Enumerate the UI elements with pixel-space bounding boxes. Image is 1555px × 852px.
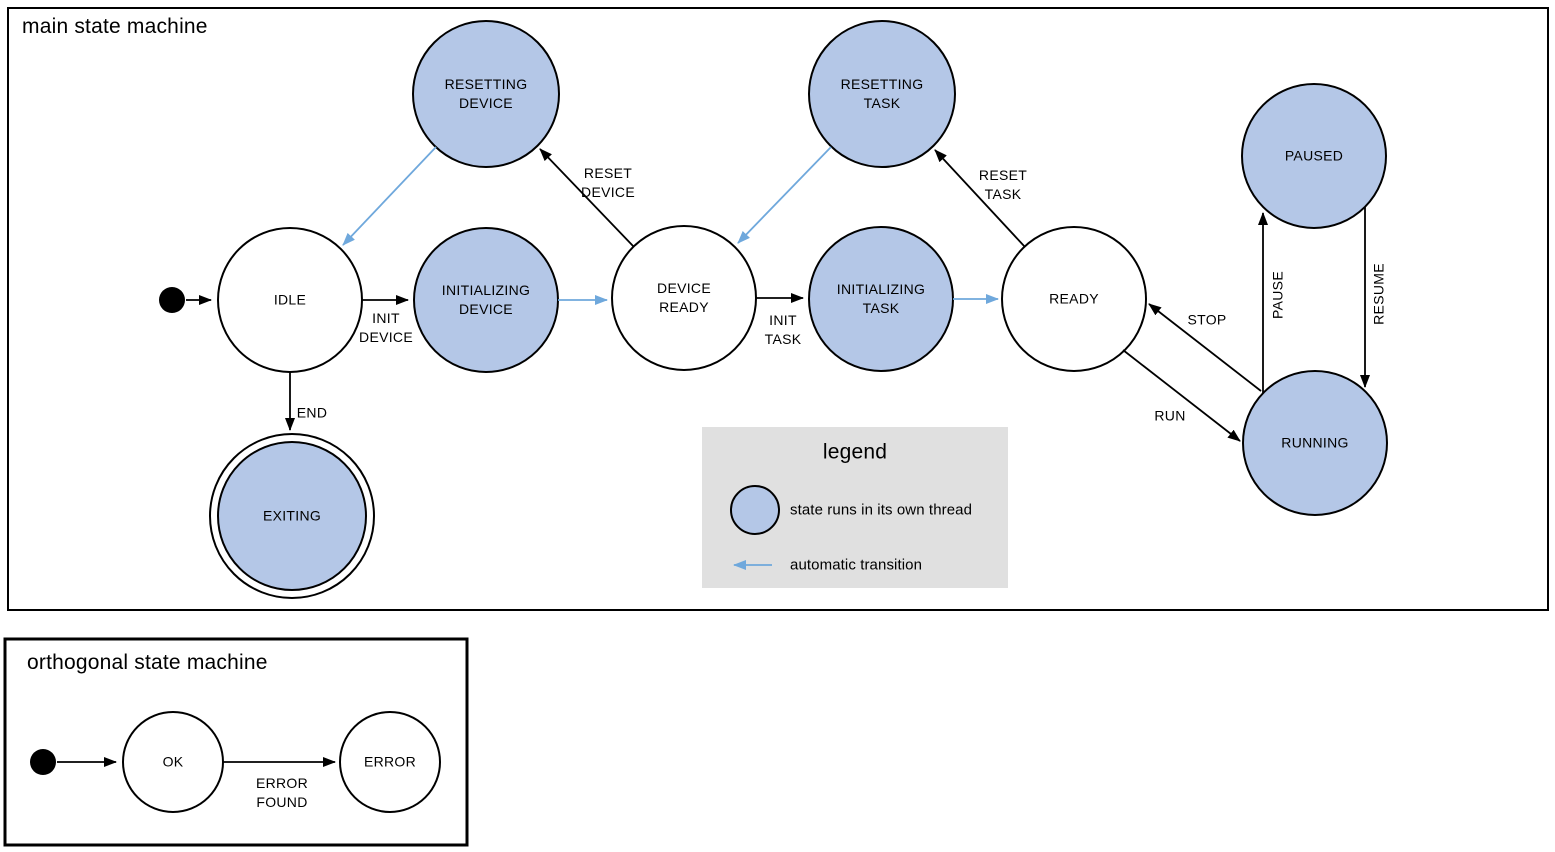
transition-stop-line [1148, 303, 1262, 392]
transition-resume-label: RESUME [1370, 263, 1387, 325]
transition-pause-label: PAUSE [1269, 271, 1286, 319]
state-running-circle [1242, 370, 1388, 516]
transition-reset-task-line [934, 149, 1026, 248]
legend-auto-transition-label: automatic transition [790, 556, 923, 574]
transition-reset-device-label: RESET DEVICE [581, 165, 635, 200]
auto-transition-resetting-task-to-device-ready-line [737, 146, 832, 244]
state-running-label: RUNNING [1281, 434, 1349, 451]
state-error-circle [339, 711, 441, 813]
auto-transition-resetting-device-to-idle-line [342, 146, 437, 246]
transition-init-device-label: INIT DEVICE [359, 310, 413, 345]
state-ready-circle [1001, 226, 1147, 372]
transition-error-found-label: ERROR FOUND [255, 775, 309, 810]
state-resetting-device-circle [412, 20, 560, 168]
main-machine-box [7, 7, 1549, 611]
state-error-label: ERROR [363, 753, 417, 770]
orthogonal-machine-box [3, 637, 469, 847]
state-device-ready-label: DEVICE READY [657, 280, 711, 315]
state-ok-label: OK [162, 753, 184, 770]
orthogonal-machine-title: orthogonal state machine [27, 651, 268, 674]
state-ready-label: READY [1049, 290, 1099, 307]
state-resetting-task-label: RESETTING TASK [840, 76, 924, 111]
state-exiting-circle [217, 441, 367, 591]
legend-title: legend [822, 440, 888, 464]
state-paused-label: PAUSED [1284, 147, 1344, 164]
orthogonal-initial-state-dot [30, 749, 56, 775]
transition-end-label: END [296, 404, 328, 421]
state-initializing-task-label: INITIALIZING TASK [836, 281, 926, 316]
state-paused-circle [1241, 83, 1387, 229]
transition-init-task-label: INIT TASK [764, 312, 802, 347]
transition-reset-device-line [539, 148, 635, 248]
initial-state-dot [159, 287, 185, 313]
state-resetting-device-label: RESETTING DEVICE [444, 76, 528, 111]
state-resetting-task-circle [808, 20, 956, 168]
main-machine-title: main state machine [22, 15, 208, 38]
state-exiting-label: EXITING [262, 507, 322, 524]
transition-reset-task-label: RESET TASK [978, 167, 1028, 202]
transition-run-label: RUN [1154, 407, 1186, 424]
transition-stop-label: STOP [1187, 311, 1227, 328]
legend-threaded-state-icon [730, 485, 780, 535]
state-initializing-device-label: INITIALIZING DEVICE [441, 282, 531, 317]
transition-run-line [1122, 349, 1241, 442]
legend-threaded-state-label: state runs in its own thread [790, 501, 973, 519]
state-idle-label: IDLE [273, 291, 307, 308]
